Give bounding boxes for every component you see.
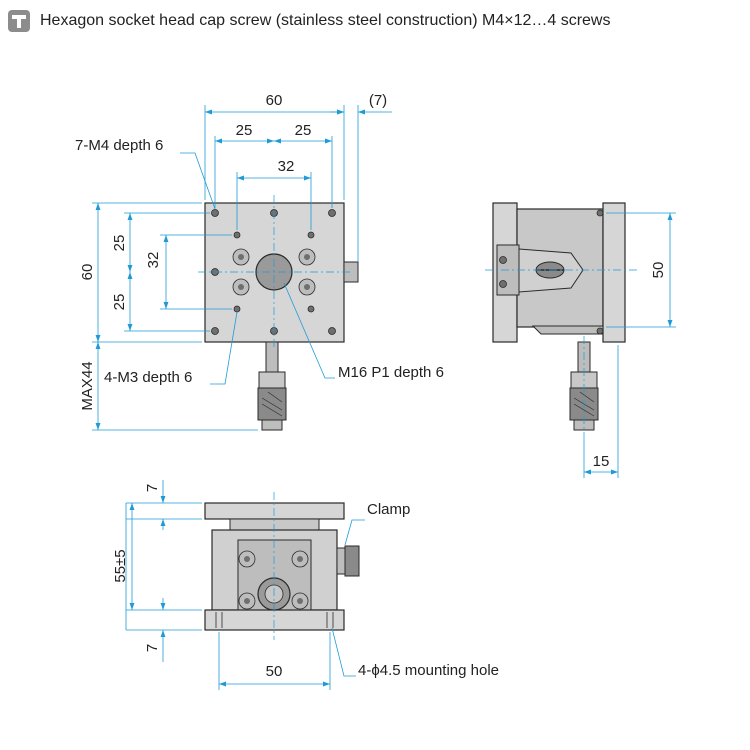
- top-view-micrometer-end: [261, 419, 283, 431]
- front-label-mounting: 4-ϕ4.5 mounting hole: [358, 662, 499, 679]
- top-dim-inner: 32: [278, 158, 295, 175]
- front-dim-width: 50: [266, 663, 283, 680]
- top-view: 60 (7) 25 25 32 7-M4 depth 6 4-M3 depth …: [75, 92, 444, 431]
- side-dim-offset: 15: [593, 453, 610, 470]
- front-dim-height: 55±5: [112, 549, 129, 582]
- front-view: 7 55±5 7 50 Clamp 4-ϕ4.5 mounting hole: [112, 480, 499, 690]
- top-label-m3: 4-M3 depth 6: [104, 369, 192, 386]
- top-label-m4: 7-M4 depth 6: [75, 137, 163, 154]
- screw-icon: [8, 10, 30, 32]
- top-dim-v-inner: 32: [145, 252, 162, 269]
- top-dim-height: 60: [79, 264, 96, 281]
- top-dim-width: 60: [266, 92, 283, 109]
- header: Hexagon socket head cap screw (stainless…: [8, 8, 610, 34]
- side-view: 50 15: [485, 202, 676, 478]
- header-title: Hexagon socket head cap screw (stainless…: [40, 12, 611, 29]
- top-dim-pitch-right: 25: [295, 122, 312, 139]
- front-dim-top: 7: [144, 484, 161, 492]
- top-dim-pitch-left: 25: [236, 122, 253, 139]
- front-label-clamp: Clamp: [367, 501, 410, 518]
- side-dim-height: 50: [650, 262, 667, 279]
- top-dim-v-bottom: 25: [111, 294, 128, 311]
- top-dim-v-top: 25: [111, 235, 128, 252]
- top-view-micrometer-shaft: [265, 341, 279, 373]
- front-dim-bottom: 7: [144, 644, 161, 652]
- top-dim-max: MAX44: [79, 361, 96, 410]
- top-view-micrometer-sleeve: [258, 371, 286, 389]
- top-label-m16: M16 P1 depth 6: [338, 364, 444, 381]
- top-dim-clamp: (7): [369, 92, 387, 109]
